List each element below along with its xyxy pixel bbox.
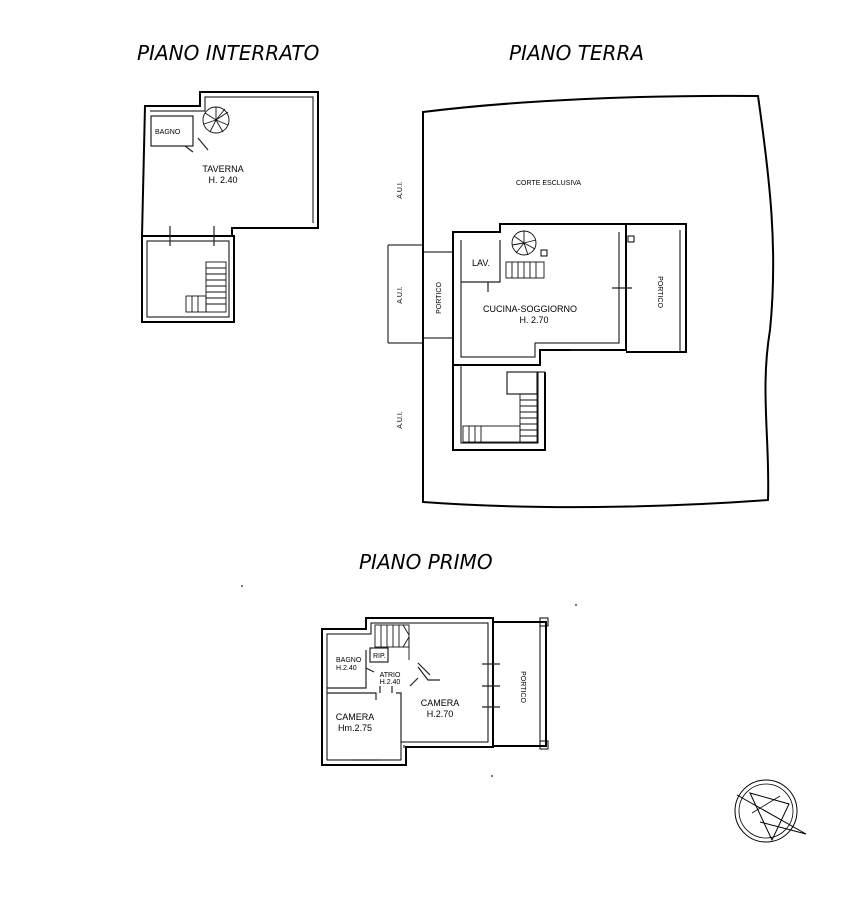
first-camera-left-height: Hm.2.75	[338, 723, 372, 733]
ground-house-walls	[452, 223, 627, 366]
first-floor-title: PIANO PRIMO	[359, 550, 493, 574]
basement-straight-stair	[185, 261, 227, 313]
aui-bottom-label: A.U.I.	[397, 411, 404, 429]
aui-middle-label: A.U.I.	[397, 286, 404, 304]
lav-label: LAV.	[472, 258, 490, 268]
first-camera-left-label: CAMERA	[336, 712, 375, 722]
ground-house-inner-walls	[460, 232, 620, 358]
first-rip-walls	[369, 647, 389, 663]
ground-floor-plan: CORTE ESCLUSIVA A.U.I. A.U.I. A.U.I. POR…	[387, 94, 775, 509]
ground-floor-title: PIANO TERRA	[509, 41, 644, 65]
first-stair	[374, 624, 410, 660]
first-bagno-walls	[327, 650, 367, 689]
ground-lower-stair	[505, 261, 545, 279]
speck-1	[241, 585, 243, 587]
ground-lower-inner-walls	[460, 365, 539, 444]
ground-straight-stair	[462, 393, 538, 443]
basement-lower-walls	[141, 235, 235, 323]
ground-lav-walls	[461, 240, 501, 283]
first-floor-plan: BAGNO H.2.40 RIP. ATRIO H.2.40 CAMERA Hm…	[321, 617, 549, 766]
cucina-soggiorno-label: CUCINA-SOGGIORNO	[483, 304, 577, 314]
basement-bagno-walls	[150, 115, 194, 147]
basement-plan: BAGNO TAVERNA H. 2.40	[140, 91, 319, 323]
first-camera-right-height: H.2.70	[427, 709, 454, 719]
ground-portico-right-walls	[626, 223, 687, 353]
basement-bagno-label: BAGNO	[155, 129, 181, 136]
basement-bagno-door	[184, 145, 194, 153]
basement-lower-inner-walls	[146, 240, 230, 318]
aui-top-label: A.U.I.	[397, 181, 404, 199]
cucina-soggiorno-height: H. 2.70	[519, 315, 548, 325]
first-atrio-height: H.2.40	[380, 679, 401, 686]
first-rip-label: RIP.	[373, 653, 386, 660]
first-portico-walls	[493, 621, 547, 747]
first-camera-left-walls	[327, 692, 377, 700]
ground-lower-walls	[452, 365, 546, 451]
corte-boundary	[422, 94, 775, 509]
basement-upper-inner-walls	[150, 96, 314, 223]
speck-2	[575, 604, 577, 606]
speck-3	[491, 775, 493, 777]
compass-rose-icon	[734, 779, 807, 843]
first-bagno-height: H.2.40	[336, 665, 357, 672]
first-atrio-label: ATRIO	[380, 672, 401, 679]
basement-taverna-height: H. 2.40	[208, 175, 237, 185]
portico-left-label: PORTICO	[436, 282, 443, 314]
first-bagno-label: BAGNO	[336, 657, 362, 664]
first-portico-label: PORTICO	[519, 671, 526, 703]
first-camera-right-label: CAMERA	[421, 698, 460, 708]
basement-taverna-label: TAVERNA	[202, 164, 243, 174]
corte-esclusiva-label: CORTE ESCLUSIVA	[516, 180, 581, 187]
portico-right-label: PORTICO	[656, 276, 663, 308]
basement-title: PIANO INTERRATO	[137, 41, 319, 65]
first-floor-inner-walls	[326, 622, 489, 761]
